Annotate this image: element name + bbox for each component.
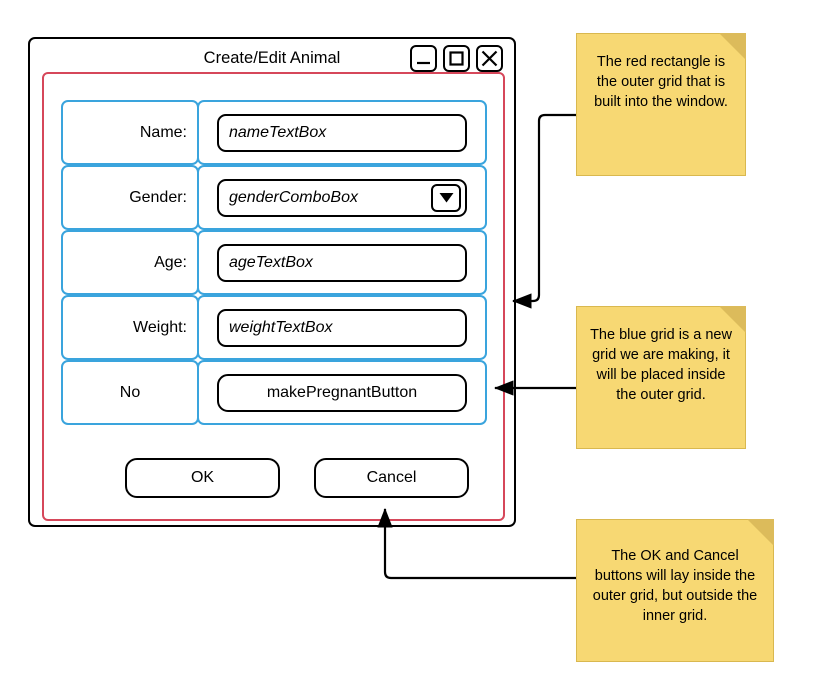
- create-edit-animal-window: Create/Edit Animal Name:: [28, 37, 516, 527]
- weight-textbox-value: weightTextBox: [229, 318, 333, 336]
- form-row-gender: Gender: genderComboBox: [61, 165, 487, 230]
- connector-note-1: [511, 113, 576, 309]
- name-textbox[interactable]: nameTextBox: [217, 113, 467, 152]
- note-fold-icon: [719, 33, 746, 60]
- label-text: No: [119, 383, 141, 401]
- field-cell-pregnant: makePregnantButton: [197, 360, 487, 425]
- annotation-note-inner-grid: The blue grid is a new grid we are makin…: [576, 306, 746, 449]
- label-cell-age: Age:: [61, 230, 199, 295]
- form-row-age: Age: ageTextBox: [61, 230, 487, 295]
- age-textbox-value: ageTextBox: [229, 253, 313, 271]
- label-text: Name:: [139, 123, 187, 141]
- form-row-pregnant: No makePregnantButton: [61, 360, 487, 425]
- chevron-down-icon[interactable]: [431, 183, 461, 212]
- ok-button-label: OK: [190, 469, 215, 486]
- note-fold-icon: [719, 306, 746, 333]
- annotation-note-outer-grid: The red rectangle is the outer grid that…: [576, 33, 746, 176]
- window-titlebar[interactable]: Create/Edit Animal: [30, 39, 514, 77]
- field-cell-age: ageTextBox: [197, 230, 487, 295]
- form-row-name: Name: nameTextBox: [61, 100, 487, 165]
- note-fold-icon: [747, 519, 774, 546]
- minimize-icon[interactable]: [410, 45, 437, 72]
- cancel-button[interactable]: Cancel: [314, 458, 469, 498]
- close-icon[interactable]: [476, 45, 503, 72]
- note-text: The blue grid is a new grid we are makin…: [590, 327, 732, 403]
- ok-button[interactable]: OK: [125, 458, 280, 498]
- label-cell-name: Name:: [61, 100, 199, 165]
- field-cell-gender: genderComboBox: [197, 165, 487, 230]
- label-text: Gender:: [129, 188, 187, 206]
- maximize-icon[interactable]: [443, 45, 470, 72]
- label-text: Age:: [154, 253, 187, 271]
- weight-textbox[interactable]: weightTextBox: [217, 308, 467, 347]
- cancel-button-label: Cancel: [366, 469, 417, 486]
- field-cell-name: nameTextBox: [197, 100, 487, 165]
- window-title: Create/Edit Animal: [203, 49, 341, 67]
- label-cell-gender: Gender:: [61, 165, 199, 230]
- note-text: The red rectangle is the outer grid that…: [594, 54, 728, 110]
- gender-combobox-value: genderComboBox: [229, 188, 358, 206]
- field-cell-weight: weightTextBox: [197, 295, 487, 360]
- age-textbox[interactable]: ageTextBox: [217, 243, 467, 282]
- label-cell-weight: Weight:: [61, 295, 199, 360]
- label-cell-pregnant: No: [61, 360, 199, 425]
- outer-grid-boundary: [42, 72, 505, 521]
- note-text: The OK and Cancel buttons will lay insid…: [592, 548, 758, 624]
- annotation-note-dialog-buttons: The OK and Cancel buttons will lay insid…: [576, 519, 774, 662]
- make-pregnant-button[interactable]: makePregnantButton: [217, 373, 467, 412]
- gender-combobox[interactable]: genderComboBox: [217, 178, 467, 217]
- form-row-weight: Weight: weightTextBox: [61, 295, 487, 360]
- inner-grid: Name: nameTextBox Gender: genderComboBox: [61, 100, 487, 427]
- name-textbox-value: nameTextBox: [229, 123, 327, 141]
- make-pregnant-button-label: makePregnantButton: [266, 383, 418, 401]
- label-text: Weight:: [133, 318, 187, 336]
